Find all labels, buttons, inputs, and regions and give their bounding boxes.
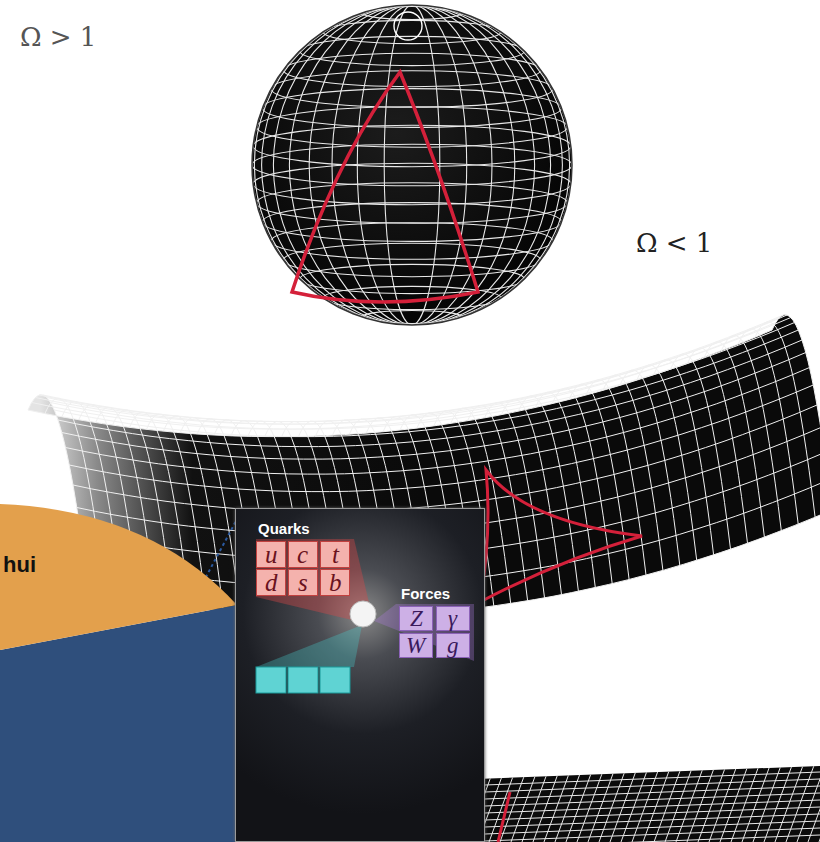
grid-line [586,380,646,575]
triangle-outline [292,72,478,302]
lepton-beam [256,625,362,667]
grid-line [69,385,813,492]
omega-label: Ω < 1 [636,228,712,258]
sphere-grid [252,5,572,325]
grid-line [704,342,764,537]
grid-line [603,375,663,570]
grid-line [62,353,806,460]
quark-cell: t [320,541,350,568]
particle-symbol: Z [410,607,423,630]
force-cell: W [399,633,433,658]
grid-line [252,144,572,186]
group-heading: Forces [401,585,450,602]
particle-symbol: g [447,634,459,657]
sphere-rim [252,5,572,325]
quark-cell: c [288,541,318,568]
particle-symbol: t [332,542,339,567]
sphere-surface [252,5,572,325]
grid-line [58,340,802,447]
particle-symbol: c [297,542,308,567]
grid-line [66,368,810,475]
grid-line [51,323,795,430]
grid-line [263,203,562,242]
pie-label: hui [3,552,36,578]
particle-symbol: d [265,570,278,595]
grid-line [283,243,540,276]
lepton-cell [320,667,350,693]
grid-line [262,5,563,325]
force-cell: Z [399,606,433,631]
grid-line [637,365,697,560]
lepton-cell [256,667,286,693]
grid-line [253,125,571,166]
grid-line [797,760,820,842]
grid-line [253,163,571,204]
lepton-cell [288,667,318,693]
particle-symbol: b [329,570,342,595]
pie-segment: hui [0,500,200,842]
grid-line [738,329,798,524]
force-cell: γ [436,606,470,631]
grid-line [654,360,714,555]
triangle-outline [480,470,642,602]
force-cell: g [436,633,470,658]
group-heading: Quarks [258,520,310,537]
particle-symbol: W [406,634,425,657]
grid-line [36,318,780,425]
grid-line [254,5,569,325]
quark-cell: d [256,569,286,596]
grid-line [300,264,525,293]
grid-line [808,760,820,842]
pie-wedge [0,504,237,650]
grid-line [273,5,550,325]
force-beam [374,604,474,661]
grid-line [283,53,540,86]
grid-line [43,315,787,422]
grid-line [671,354,731,549]
higgs-sphere [350,601,376,627]
grid-line [263,89,562,128]
particle-inset: QuarksForces uct dsbZγWg [235,508,485,842]
sphere-body [252,5,572,325]
grid-line [755,322,815,517]
omega-label: Ω > 1 [20,22,96,52]
pie-chart [0,500,240,842]
grid-line [688,348,748,543]
grid-line [772,315,820,510]
grid-line [252,5,572,325]
grid-line [73,405,817,512]
grid-line [819,760,820,842]
particle-symbol: u [265,542,278,567]
triangle-line [498,792,510,842]
quark-cell: u [256,541,286,568]
particle-symbol: γ [448,607,457,630]
grid-line [394,12,422,40]
grid-line [300,36,525,65]
quark-cell: s [288,569,318,596]
grid-line [620,370,680,565]
grid-line [721,336,781,531]
quark-cell: b [320,569,350,596]
grid-line [257,107,568,147]
particle-symbol: s [298,570,308,595]
grid-line [47,318,791,425]
grid-line [323,286,501,309]
